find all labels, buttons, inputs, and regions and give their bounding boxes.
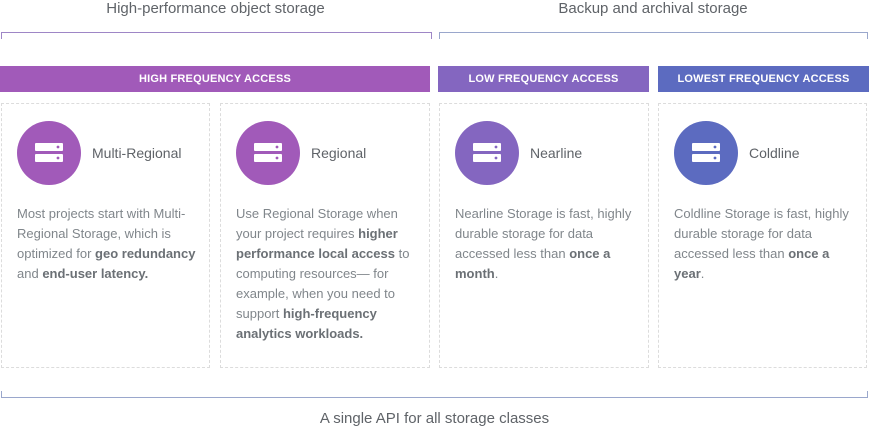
card-description: Use Regional Storage when your project r… (236, 206, 410, 341)
card-coldline: Coldline Coldline Storage is fast, highl… (658, 103, 867, 368)
bracket-high-performance (1, 32, 432, 39)
bar-high-frequency: HIGH FREQUENCY ACCESS (0, 66, 430, 92)
card-multi-regional: Multi-Regional Most projects start with … (1, 103, 210, 368)
card-nearline: Nearline Nearline Storage is fast, highl… (439, 103, 649, 368)
bracket-backup (439, 32, 868, 39)
card-description: Nearline Storage is fast, highly durable… (455, 206, 632, 281)
card-name: Coldline (749, 145, 800, 161)
group-title-high-performance: High-performance object storage (106, 0, 325, 17)
storage-server-icon (674, 121, 738, 185)
footer-title: A single API for all storage classes (319, 410, 550, 427)
card-name: Nearline (530, 145, 583, 161)
bracket-single-api (1, 391, 868, 398)
bar-lowest-frequency: LOWEST FREQUENCY ACCESS (658, 66, 869, 92)
card-description: Most projects start with Multi-Regional … (17, 206, 196, 281)
storage-server-icon (236, 121, 300, 185)
storage-server-icon (17, 121, 81, 185)
card-description: Coldline Storage is fast, highly durable… (674, 206, 849, 281)
storage-server-icon (455, 121, 519, 185)
card-name: Multi-Regional (92, 145, 182, 161)
group-title-backup: Backup and archival storage (558, 0, 748, 17)
card-name: Regional (311, 145, 367, 161)
bar-low-frequency: LOW FREQUENCY ACCESS (438, 66, 649, 92)
card-regional: Regional Use Regional Storage when your … (220, 103, 430, 368)
